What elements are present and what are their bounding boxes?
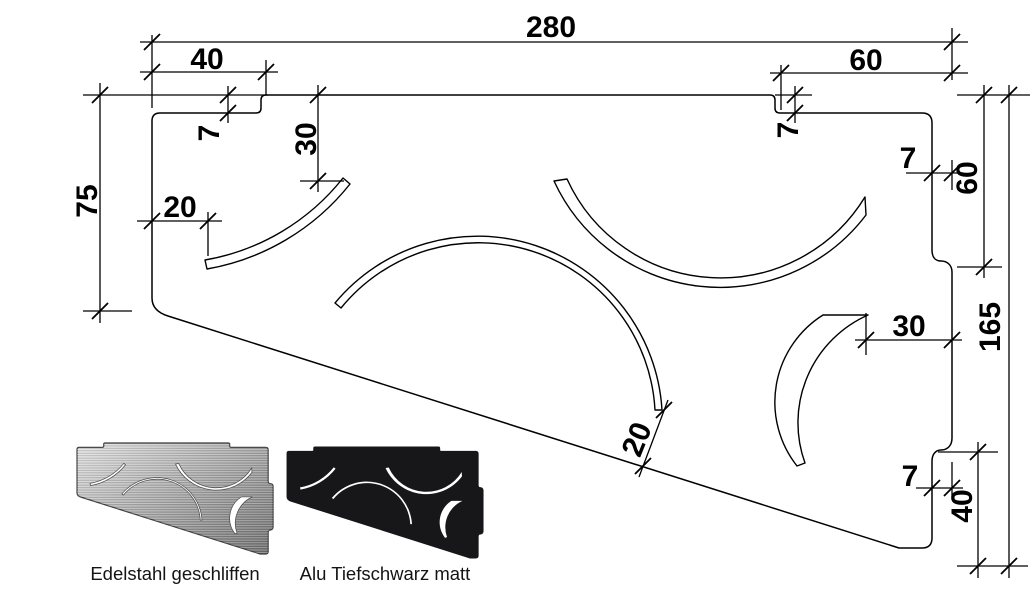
dim-right-step-lower: 7 bbox=[902, 460, 919, 493]
dim-overall-width: 280 bbox=[526, 11, 576, 44]
dim-top-step-right: 7 bbox=[772, 122, 805, 139]
dim-slot-top-left-vertical: 30 bbox=[290, 122, 323, 155]
variant-thumbnails: Edelstahl geschliffen Alu Tiefschwarz ma… bbox=[76, 442, 484, 584]
dim-right-tab-bottom-distance: 40 bbox=[946, 489, 979, 522]
dim-top-step-left: 7 bbox=[193, 125, 226, 142]
dim-slot-top-left-horizontal: 20 bbox=[163, 191, 196, 224]
dimension-labels: 280 40 60 7 7 30 75 20 7 60 165 30 20 7 … bbox=[71, 11, 1007, 523]
dim-top-tab-offset-left: 40 bbox=[190, 43, 223, 76]
dimension-lines bbox=[99, 41, 1010, 578]
thumbnail-steel bbox=[76, 442, 274, 555]
dimension-tick-marks bbox=[91, 33, 1018, 575]
dim-top-tab-offset-right: 60 bbox=[849, 44, 882, 77]
dim-right-tab-top-distance: 60 bbox=[951, 161, 984, 194]
variant-label-black: Alu Tiefschwarz matt bbox=[300, 563, 471, 584]
thumbnail-black bbox=[286, 446, 484, 559]
variant-label-steel: Edelstahl geschliffen bbox=[90, 563, 259, 584]
dim-right-step-upper: 7 bbox=[900, 142, 917, 175]
dim-side-height-right: 165 bbox=[974, 302, 1007, 352]
dim-side-height-left: 75 bbox=[71, 184, 104, 217]
shelf-outline bbox=[151, 94, 953, 549]
dim-slot-right-edge-distance: 30 bbox=[892, 310, 925, 343]
